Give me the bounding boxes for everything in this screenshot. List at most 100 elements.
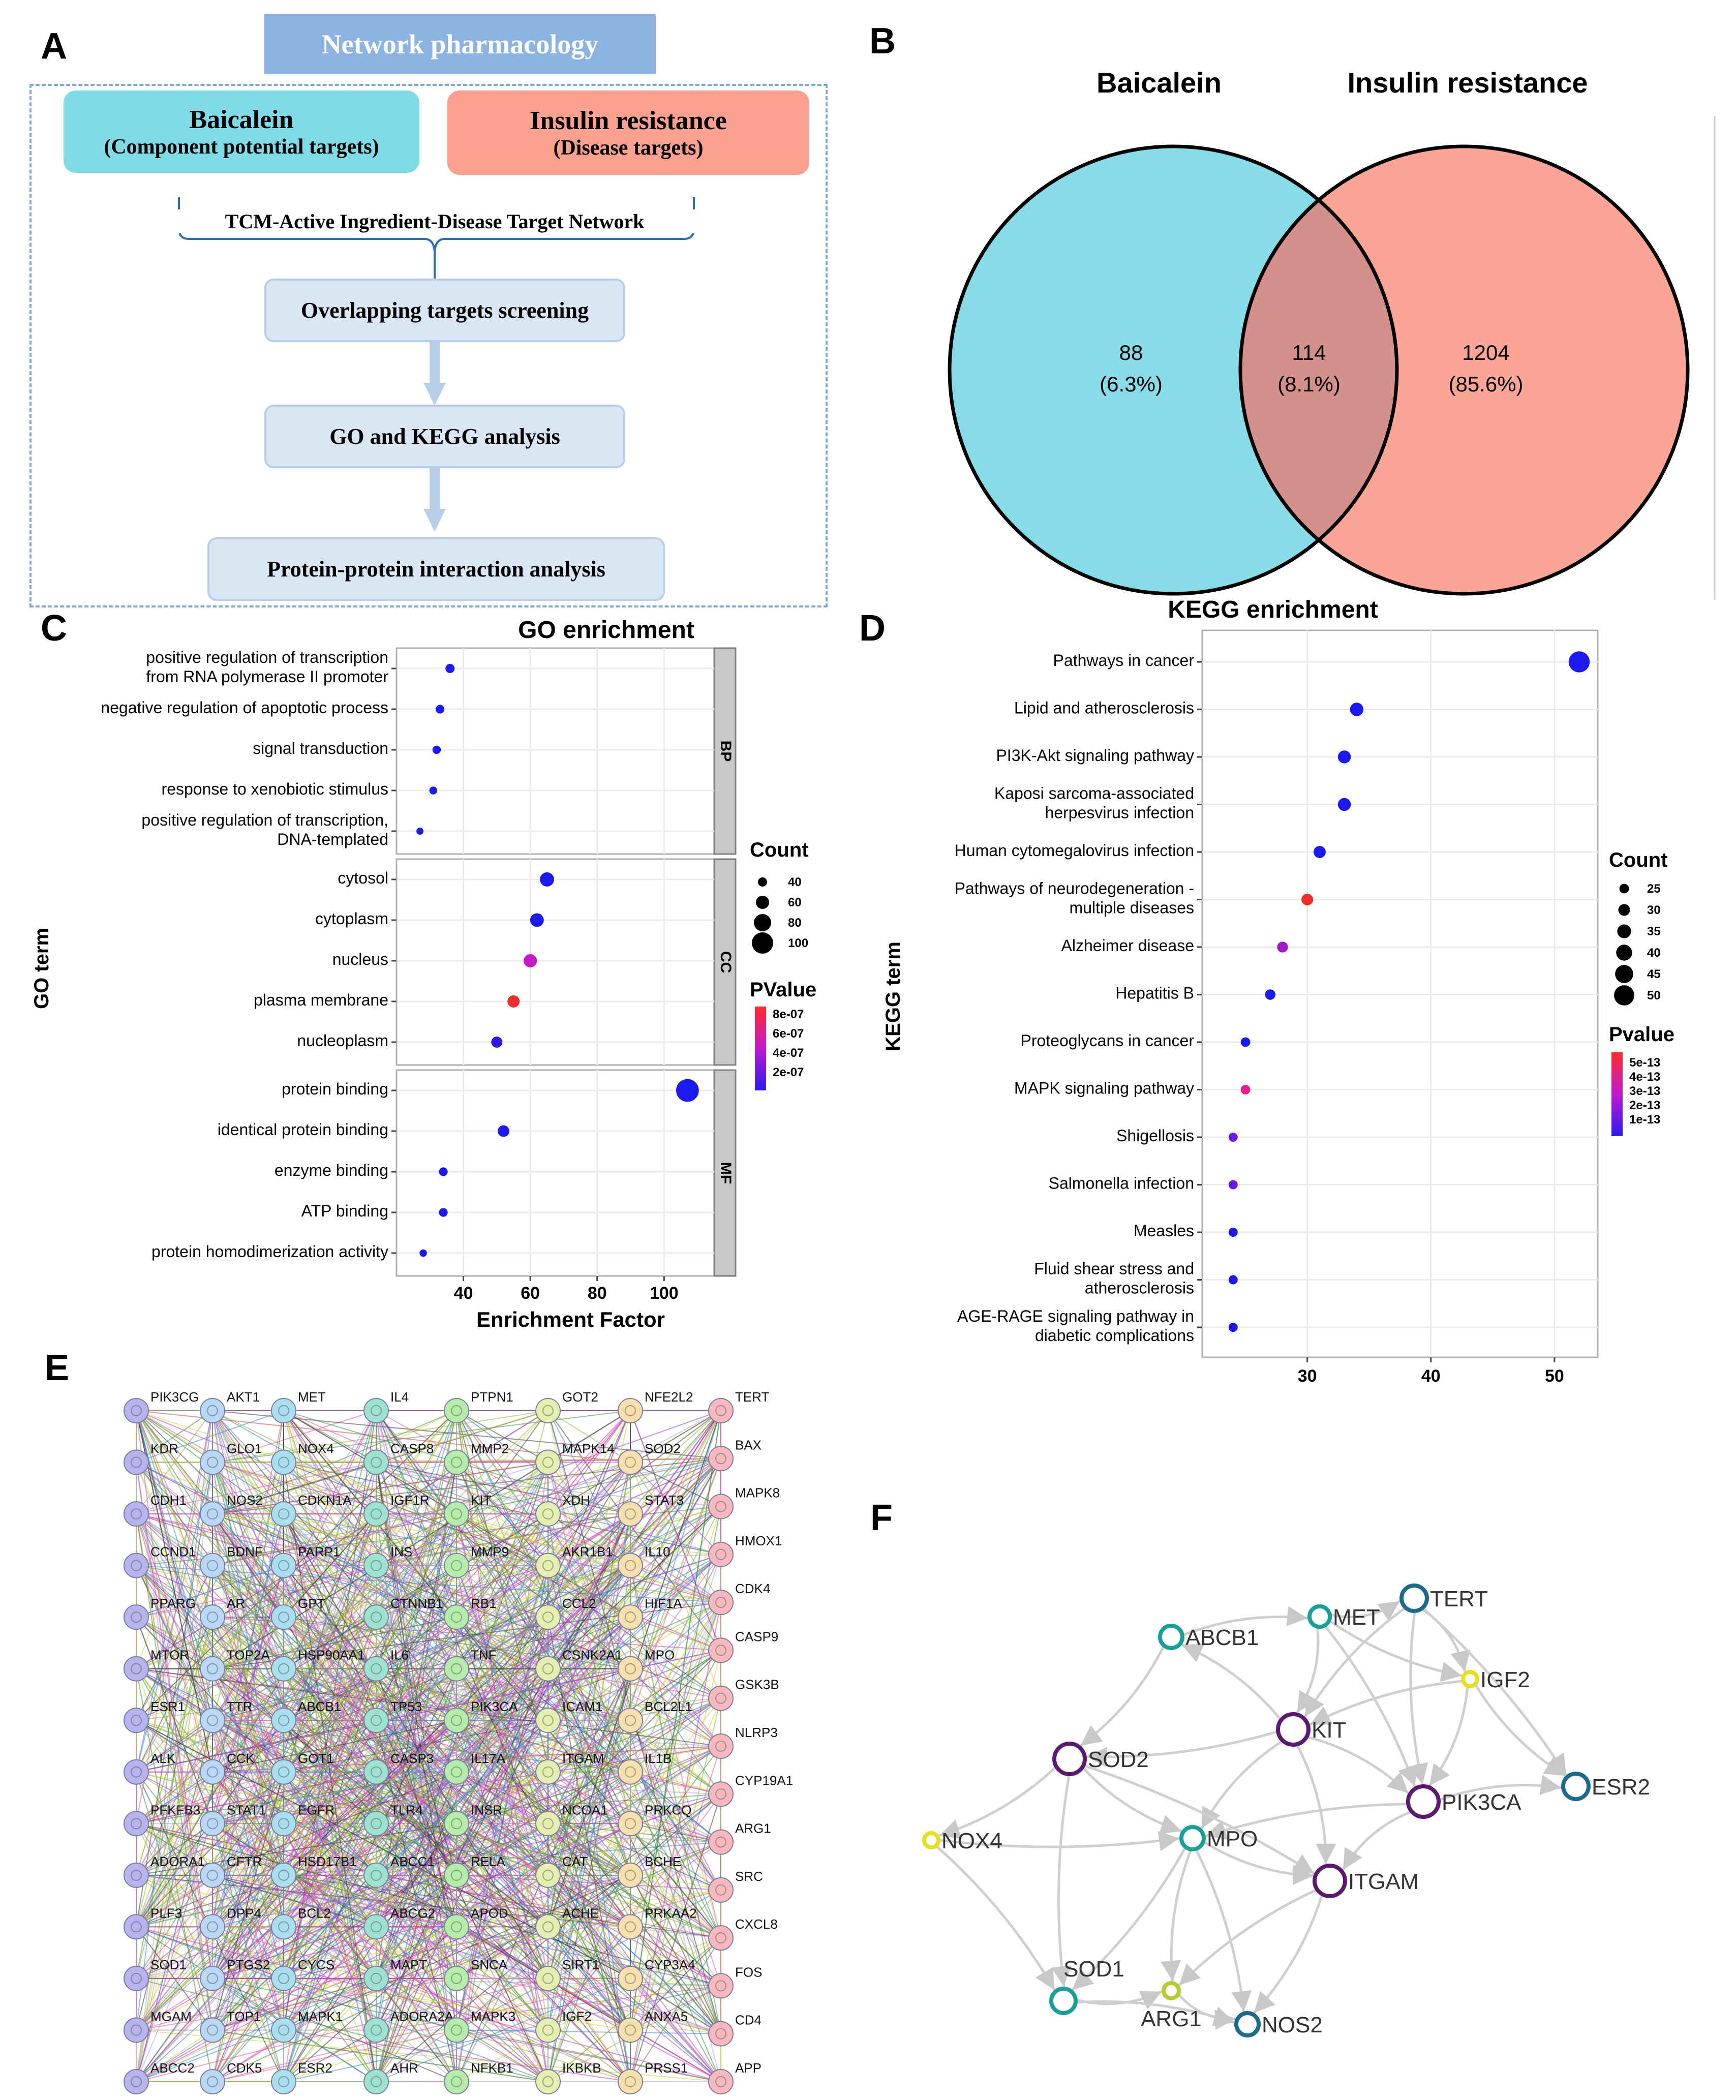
network-edge [283, 1410, 549, 1876]
network-edge [212, 1720, 457, 1773]
network-edge [136, 1746, 721, 2082]
node-structure [131, 1972, 142, 1984]
node-circle [618, 1501, 643, 1527]
node-circle [618, 1862, 643, 1888]
node-label: STAT3 [645, 1493, 684, 1508]
node-structure [131, 2024, 142, 2036]
node-structure [278, 1508, 289, 1520]
network-edge [547, 1513, 631, 1669]
node-structure [131, 1818, 142, 1830]
network-node: SOD2 [618, 1441, 681, 1475]
node-circle [1307, 1604, 1332, 1629]
node-label: HSD17B1 [298, 1854, 357, 1869]
node-label: MET [1333, 1605, 1380, 1630]
network-node: MMP9 [444, 1544, 509, 1578]
network-edge [1306, 1736, 1409, 1794]
network-node: MAPT [363, 1957, 427, 1991]
network-node: MET [271, 1389, 326, 1423]
network-node: NFKB1 [444, 2060, 513, 2094]
network-edge [456, 1617, 721, 1747]
network-edge [630, 1793, 721, 2082]
node-circle [535, 1862, 561, 1888]
node-label: KDR [150, 1441, 178, 1456]
data-point [416, 828, 424, 835]
network-edge [630, 1772, 721, 2034]
network-edge [283, 1977, 457, 2031]
network-edge [212, 1978, 457, 2082]
node-label: SOD2 [1088, 1747, 1149, 1772]
network-node: IL6 [363, 1648, 409, 1682]
network-node: ABCG2 [363, 1905, 435, 1940]
size-legend-dot [754, 914, 771, 931]
network-edge [136, 1410, 721, 1928]
network-edge [136, 1565, 721, 1603]
chart-title: GO enrichment [518, 617, 694, 644]
network-edge [283, 1668, 721, 1795]
node-label: CDH1 [150, 1493, 187, 1508]
node-label: IL10 [645, 1544, 671, 1560]
network-node: CXCL8 [708, 1916, 778, 1951]
node-label: CYP19A1 [735, 1773, 793, 1788]
network-edge [456, 1506, 721, 2030]
network-edge [456, 1410, 721, 1938]
network-edge [136, 2029, 213, 2082]
y-axis-title: GO term [31, 928, 53, 1009]
node-circle [124, 1708, 149, 1733]
network-edge [1303, 1606, 1407, 1718]
network-node: BCL2L1 [618, 1699, 692, 1733]
size-legend-dot [1617, 924, 1631, 938]
node-structure [207, 1921, 218, 1933]
node-structure [542, 1818, 554, 1830]
network-edge [547, 1513, 631, 1566]
data-point [445, 664, 455, 673]
data-point [540, 872, 555, 887]
node-structure [207, 1972, 218, 1984]
node-label: DPP4 [227, 1905, 261, 1921]
network-edge [1428, 1685, 1469, 1786]
network-node: ABCC2 [124, 2060, 195, 2094]
network-node: IL10 [618, 1544, 671, 1578]
node-circle [363, 1604, 389, 1630]
node-structure [207, 1766, 218, 1778]
node-structure [542, 1663, 554, 1675]
node-label: HMOX1 [735, 1533, 782, 1548]
node-circle [271, 2017, 296, 2043]
node-structure [715, 1836, 726, 1848]
node-circle [535, 1553, 561, 1578]
network-node: CYP3A4 [618, 1957, 695, 1991]
node-circle [618, 2069, 643, 2094]
node-structure [278, 1921, 289, 1933]
node-label: GOT2 [562, 1389, 598, 1405]
size-legend-dot [1618, 904, 1630, 916]
node-circle [363, 1708, 389, 1733]
node-label: PIK3CA [1442, 1790, 1521, 1815]
node-structure [207, 1611, 218, 1623]
node-structure [371, 2024, 382, 2036]
network-edge [136, 1771, 377, 1824]
network-edge [212, 1746, 721, 1773]
network-edge [547, 1513, 631, 2082]
network-edge [630, 1565, 721, 2034]
network-edge [136, 1874, 377, 1928]
node-circle [444, 1862, 469, 1888]
network-edge [136, 1565, 284, 1618]
node-structure [715, 1741, 726, 1752]
node-circle [708, 1446, 734, 1472]
node-structure [371, 1611, 382, 1623]
network-node: TOP2A [200, 1648, 270, 1682]
node-circle [124, 1604, 149, 1630]
network-node: AKR1B1 [535, 1544, 613, 1578]
network-edge [212, 1746, 721, 1824]
node-label: PARP1 [298, 1544, 340, 1560]
network-edge [136, 1410, 284, 1876]
network-edge [136, 1565, 213, 1721]
size-legend-dot [1616, 945, 1632, 961]
network-edge [1295, 1744, 1336, 1864]
hub-node: SOD1 [1049, 1957, 1124, 2015]
node-structure [715, 1980, 726, 1992]
network-edge [456, 2029, 721, 2034]
network-edge [136, 1823, 457, 1876]
hub-node: ESR2 [1561, 1772, 1650, 1801]
node-label: IL1B [645, 1751, 672, 1766]
node-label: CDKN1A [298, 1493, 352, 1508]
